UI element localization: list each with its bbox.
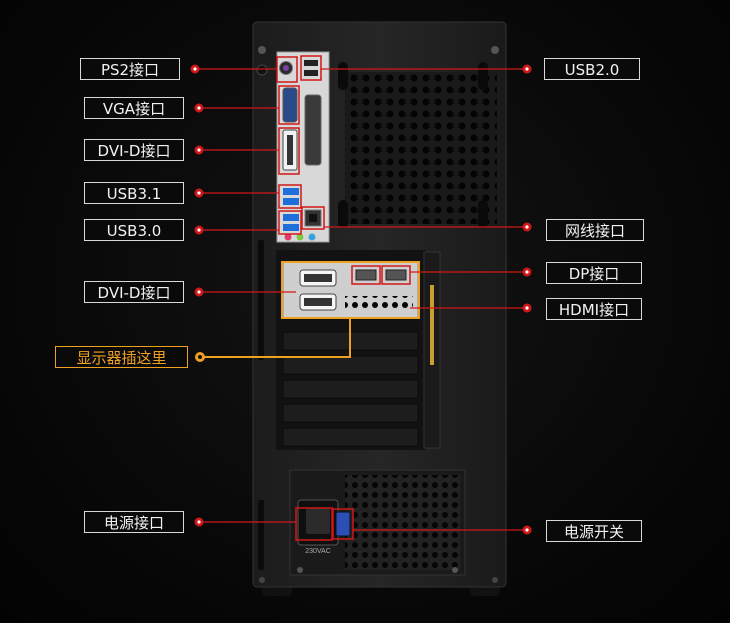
parallel-port <box>304 94 322 166</box>
audio-jack-green <box>296 233 304 241</box>
label-lan: 网线接口 <box>546 219 644 241</box>
label-usb30: USB3.0 <box>84 219 184 241</box>
usb30-port <box>283 214 299 221</box>
audio-jack-blue <box>308 233 316 241</box>
highlight-boxes <box>276 55 411 541</box>
fan-slot <box>478 62 488 90</box>
label-usb20: USB2.0 <box>544 58 640 80</box>
label-vga: VGA接口 <box>84 97 184 119</box>
side-slot <box>258 500 264 570</box>
label-dp: DP接口 <box>546 262 642 284</box>
usb30-port <box>283 224 299 231</box>
label-power-switch: 电源开关 <box>546 520 642 542</box>
screw <box>258 46 266 54</box>
audio-jack-pink <box>284 233 292 241</box>
gpu-vent <box>345 296 413 312</box>
usb2-port <box>304 60 318 66</box>
screw <box>492 577 498 583</box>
gpu-hdmi-port <box>355 269 377 281</box>
label-dvi-gpu: DVI-D接口 <box>84 281 184 303</box>
fan-vent-mesh <box>345 72 497 224</box>
fan-slot <box>338 200 348 228</box>
display-pointer-line <box>200 318 351 358</box>
usb31-port <box>283 188 299 195</box>
gpu-dp-port <box>385 269 407 281</box>
psu-rating-text: 230VAC <box>305 548 331 555</box>
label-display-here: 显示器插这里 <box>55 346 188 368</box>
usb2-port <box>304 70 318 76</box>
screw <box>491 46 499 54</box>
label-power-port: 电源接口 <box>84 511 184 533</box>
fan-slot <box>478 200 488 228</box>
label-dvi-motherboard: DVI-D接口 <box>84 139 184 161</box>
label-usb31: USB3.1 <box>84 182 184 204</box>
screw-hole <box>256 64 268 76</box>
screw <box>259 577 265 583</box>
label-ps2: PS2接口 <box>80 58 180 80</box>
label-hdmi: HDMI接口 <box>546 298 642 320</box>
fan-slot <box>338 62 348 90</box>
power-switch <box>335 511 351 537</box>
pointer-lines <box>195 68 527 531</box>
usb31-port <box>283 198 299 205</box>
vga-port <box>282 87 298 123</box>
side-slot <box>258 240 264 360</box>
